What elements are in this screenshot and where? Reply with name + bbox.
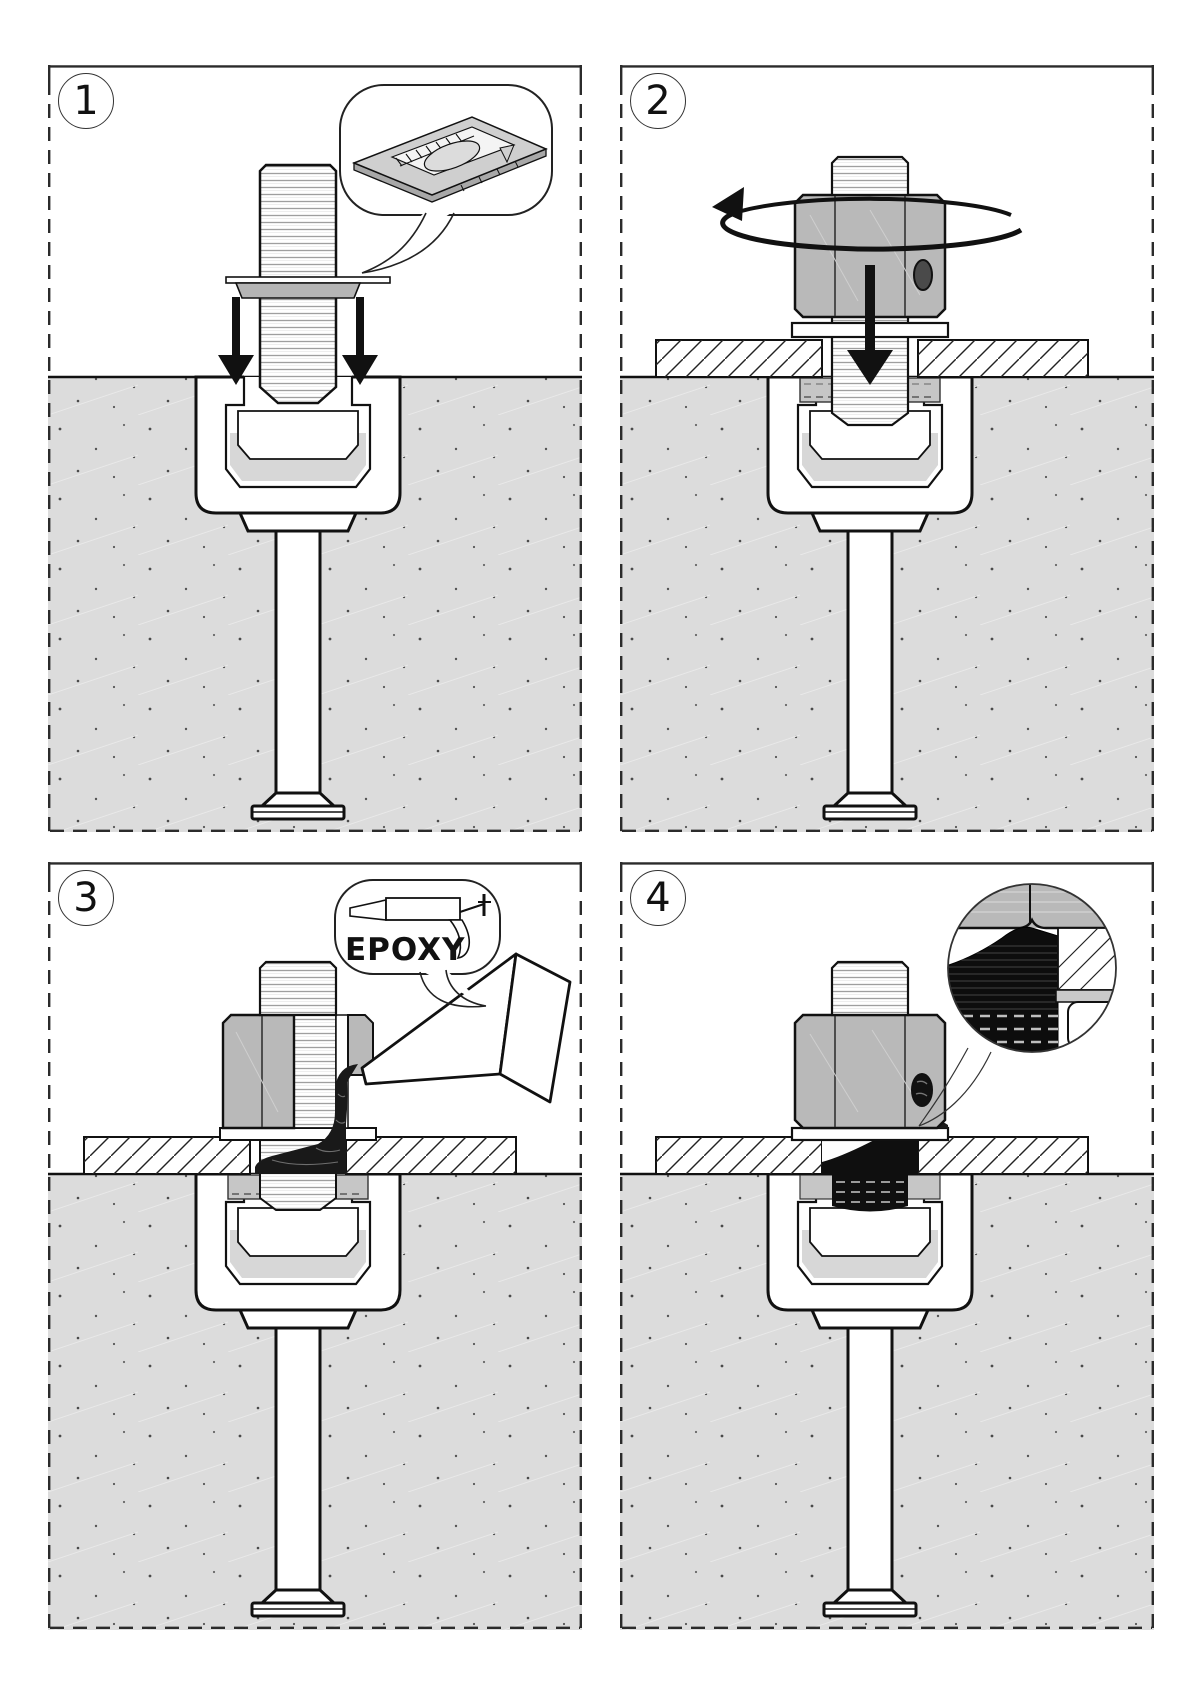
step-number-badge-3: 3 (58, 870, 114, 926)
fixture-plate (655, 339, 1089, 378)
threaded-bolt-top (830, 960, 910, 1017)
down-arrow-icon (342, 297, 378, 385)
epoxy-label: EPOXY (345, 932, 466, 968)
magnifier-detail-circle (947, 883, 1117, 1053)
step-4-panel (620, 862, 1154, 1630)
fixture-plate (655, 1136, 1089, 1175)
threaded-bolt-top (258, 960, 338, 1017)
step-2-illustration (620, 65, 1154, 832)
step-1-panel (48, 65, 582, 833)
toothed-washer-isometric-icon (351, 116, 548, 203)
step-3-illustration: EPOXY (48, 862, 582, 1630)
panel-border (48, 65, 582, 832)
threaded-bolt-top (830, 155, 910, 197)
epoxy-flow (255, 1064, 358, 1174)
detail-channel-lip (1067, 1001, 1116, 1049)
step-number-badge-2: 2 (630, 73, 686, 129)
speech-bubble: EPOXY (334, 879, 501, 1008)
flat-washer (790, 1126, 950, 1142)
anchor-stem (274, 529, 322, 795)
magnifier-leader (918, 1047, 992, 1127)
down-arrow-icon (847, 265, 893, 385)
epoxy-filled-port (911, 1073, 933, 1107)
toothed-washer-on-bolt (225, 276, 391, 299)
detail-epoxy (948, 926, 1059, 1052)
down-arrow-icon (218, 297, 254, 385)
panel-border (620, 862, 1154, 1629)
fixture-plate (83, 1136, 517, 1175)
rotation-arrow-icon (712, 187, 1023, 252)
injection-nozzle-icon (360, 952, 572, 1104)
callout-bubble (339, 84, 553, 274)
panel-border (48, 862, 582, 1629)
step-number-badge-1: 1 (58, 73, 114, 129)
hex-nut (793, 193, 947, 319)
epoxy-in-plate-hole (822, 1137, 918, 1175)
cast-in-channel (194, 375, 402, 821)
threaded-bolt-in-nut (293, 1014, 337, 1129)
cast-in-channel (194, 1172, 402, 1618)
step-number-badge-4: 4 (630, 870, 686, 926)
step-4-illustration (620, 862, 1154, 1630)
epoxy-in-channel (832, 1175, 908, 1212)
step-1-illustration (48, 65, 582, 832)
caulk-gun-icon (349, 894, 491, 960)
epoxy-port-hole (913, 259, 933, 291)
step-3-panel: EPOXY (48, 862, 582, 1630)
panel-border (620, 65, 1154, 832)
hex-nut (793, 1013, 947, 1130)
step-2-panel (620, 65, 1154, 833)
flat-washer (219, 1127, 377, 1141)
